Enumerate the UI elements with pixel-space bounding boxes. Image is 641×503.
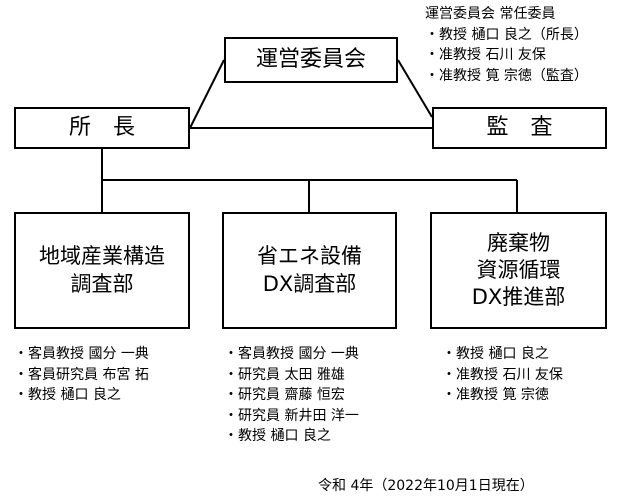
member-item: ・准教授 石川 友保 [442, 366, 563, 383]
standing-members-note: 運営委員会 常任委員 ・教授 樋口 良之（所長） ・准教授 石川 友保 ・准教授… [425, 4, 588, 86]
standing-member: ・准教授 筧 宗徳（監査） [425, 67, 588, 84]
auditor-label: 監 査 [486, 115, 553, 141]
standing-member: ・教授 樋口 良之（所長） [425, 26, 588, 43]
member-item: ・客員教授 國分 一典 [14, 346, 149, 362]
department-name: 廃棄物 資源循環 DX推進部 [471, 230, 566, 310]
department-name: 省エネ設備 DX調査部 [257, 243, 362, 296]
steering-committee-label: 運営委員会 [255, 47, 366, 73]
department-name: 地域産業構造 調査部 [39, 243, 165, 296]
standing-member: ・准教授 石川 友保 [425, 47, 546, 63]
standing-members-title: 運営委員会 常任委員 [425, 6, 556, 22]
member-item: ・教授 樋口 良之 [224, 428, 331, 444]
member-item: ・研究員 新井田 洋一 [224, 407, 359, 424]
member-item: ・研究員 齋藤 恒宏 [224, 387, 345, 403]
department-members-regional-industry: ・客員教授 國分 一典 ・客員研究員 布宮 拓 ・教授 樋口 良之 [14, 344, 149, 406]
department-members-energy-dx: ・客員教授 國分 一典 ・研究員 太田 雅雄 ・研究員 齋藤 恒宏 ・研究員 新… [224, 344, 359, 447]
steering-committee-box: 運営委員会 [224, 37, 398, 83]
department-box-waste-dx: 廃棄物 資源循環 DX推進部 [430, 212, 607, 329]
director-label: 所 長 [68, 115, 135, 141]
member-item: ・教授 樋口 良之 [442, 346, 549, 362]
connector-auditor-committee [397, 59, 433, 118]
connector-director-committee [189, 59, 225, 129]
auditor-box: 監 査 [432, 107, 607, 149]
department-box-energy-dx: 省エネ設備 DX調査部 [222, 212, 397, 329]
director-box: 所 長 [14, 107, 190, 149]
member-item: ・研究員 太田 雅雄 [224, 366, 345, 383]
member-item: ・教授 樋口 良之 [14, 387, 121, 403]
member-item: ・客員研究員 布宮 拓 [14, 366, 149, 383]
member-item: ・客員教授 國分 一典 [224, 346, 359, 362]
department-box-regional-industry: 地域産業構造 調査部 [14, 212, 190, 329]
member-item: ・准教授 筧 宗徳 [442, 387, 549, 403]
department-members-waste-dx: ・教授 樋口 良之 ・准教授 石川 友保 ・准教授 筧 宗徳 [442, 344, 563, 406]
as-of-date: 令和 4年（2022年10月1日現在） [318, 478, 534, 494]
